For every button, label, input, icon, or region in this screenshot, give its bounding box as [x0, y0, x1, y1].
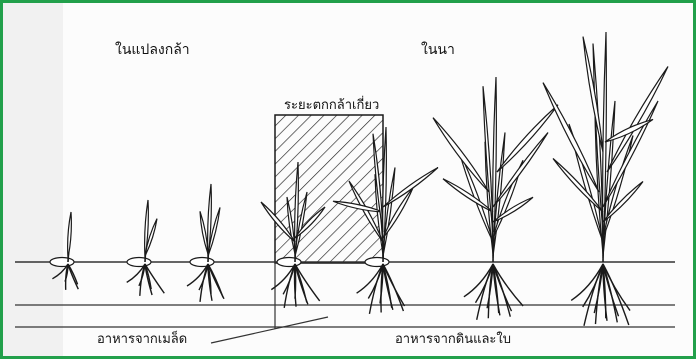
seed	[365, 258, 389, 267]
root	[295, 264, 296, 299]
seed	[277, 258, 301, 267]
scan-shadow	[3, 3, 63, 356]
seed	[190, 258, 214, 267]
label-seed-nutrition: อาหารจากเมล็ด	[97, 333, 187, 346]
label-soil-leaf-nutrition: อาหารจากดินและใบ	[395, 333, 511, 346]
label-nursery: ในแปลงกล้า	[115, 43, 190, 57]
seed	[50, 258, 74, 267]
seed	[127, 258, 151, 267]
transplant-period-box	[275, 115, 383, 263]
label-field: ในนา	[421, 43, 455, 57]
rice-growth-illustration	[3, 3, 693, 356]
label-transplant-period: ระยะตกกล้าเกี่ยว	[282, 99, 381, 112]
